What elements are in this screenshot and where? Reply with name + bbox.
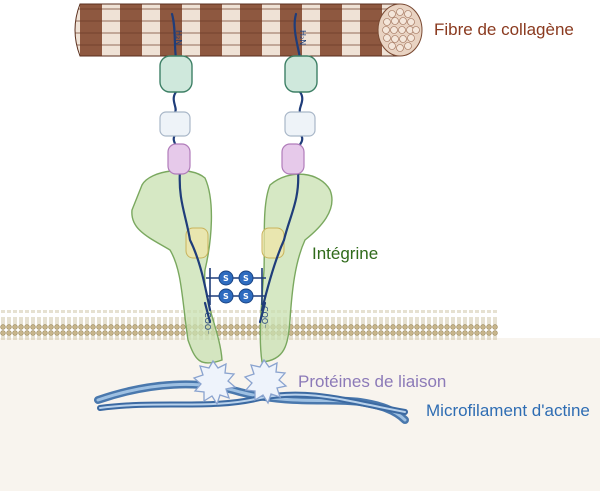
right-nh2-mark: H₂N	[298, 30, 307, 45]
s3-label: S	[223, 292, 229, 301]
label-integrin: Intégrine	[312, 244, 379, 263]
right-white-domain	[284, 111, 316, 137]
left-white-domain	[159, 111, 191, 137]
actin-microfilament	[94, 380, 409, 424]
linker-protein-right	[243, 358, 288, 405]
right-chain	[260, 12, 304, 312]
left-chain	[170, 12, 212, 312]
linker-protein-left	[192, 359, 237, 406]
s2-label: S	[243, 274, 249, 283]
disulfide-s1	[218, 270, 234, 286]
s1-label: S	[223, 274, 229, 283]
right-coo-mark: COO⁻	[260, 306, 269, 328]
cytoplasm	[0, 338, 600, 491]
disulfide-s4	[238, 288, 254, 304]
label-collagen-fibre: Fibre de collagène	[434, 20, 574, 39]
right-yellow-domain	[261, 227, 285, 259]
plasma-membrane	[0, 310, 498, 340]
label-actin-microfilament: Microfilament d'actine	[426, 401, 590, 420]
left-nh2-mark: H₂N	[174, 30, 183, 45]
right-pink-domain	[281, 143, 305, 175]
disulfide-s2	[238, 270, 254, 286]
integrin-right-subunit	[259, 173, 333, 363]
collagen-fibre	[74, 3, 423, 57]
disulfide-s3	[218, 288, 234, 304]
disulfide-bridges: S S S S	[206, 268, 266, 305]
left-pink-domain	[167, 143, 191, 175]
integrin-left-subunit	[131, 169, 223, 364]
label-linker-proteins: Protéines de liaison	[298, 372, 447, 391]
left-coo-mark: COO⁻	[203, 312, 212, 334]
s4-label: S	[243, 292, 249, 301]
right-binding-domain	[284, 55, 318, 93]
left-binding-domain	[159, 55, 193, 93]
